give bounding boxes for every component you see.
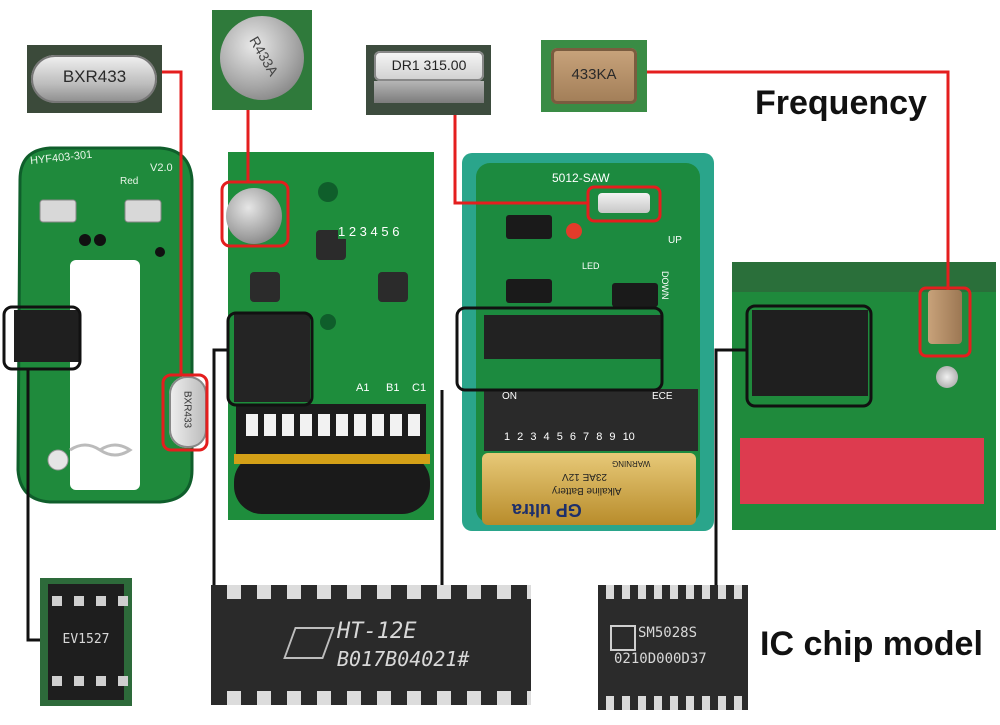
chip-closeup-ev1527: EV1527 bbox=[40, 578, 132, 706]
crystal-onboard-bxr433: BXR433 bbox=[169, 376, 207, 448]
label-on: ON bbox=[502, 391, 517, 402]
highlight-ev1527 bbox=[2, 305, 82, 371]
board-red-text: Red bbox=[120, 176, 139, 187]
crystal-closeup-433ka: 433KA bbox=[541, 40, 647, 112]
chip-label-ht12e-line2: B017B04021# bbox=[337, 647, 470, 671]
chip-label-ev1527: EV1527 bbox=[62, 632, 110, 647]
connector-dr1 bbox=[453, 115, 588, 205]
crystal-onboard-r433a bbox=[226, 188, 282, 244]
crystal-closeup-r433a: R433A bbox=[212, 10, 312, 110]
frequency-highlights bbox=[161, 70, 972, 452]
chip-sm5028s-onboard bbox=[752, 310, 868, 396]
ic-chip-model-heading: IC chip model bbox=[760, 625, 983, 663]
chip-label-sm5028s-line2: 0210D000D37 bbox=[614, 651, 707, 667]
chip-highlights bbox=[2, 304, 873, 642]
board-version-text: V2.0 bbox=[150, 162, 173, 174]
connector-sm5028s bbox=[714, 348, 747, 585]
chip-closeup-ht12e: HT-12E B017B04021# bbox=[211, 585, 531, 705]
sm-logo-icon bbox=[610, 625, 636, 651]
trimmer-screw bbox=[936, 366, 958, 388]
label-ece: ECE bbox=[652, 391, 673, 402]
highlight-bxr433 bbox=[161, 373, 209, 452]
pcb-board-ht12e-a-shape bbox=[234, 182, 430, 514]
chip-label-ht12e-line1: HT-12E bbox=[337, 619, 417, 644]
connector-ev1527 bbox=[26, 370, 40, 642]
crystal-label-dr1: DR1 315.00 bbox=[391, 57, 467, 73]
connector-bxr433 bbox=[162, 70, 183, 376]
dip-numbers-b3: 1 2 3 4 5 6 7 8 9 10 bbox=[504, 431, 635, 443]
led-red bbox=[566, 223, 582, 239]
chip-ht12e-onboard-a bbox=[234, 314, 310, 402]
battery: WARNING 23AE 12V Alkaline Battery GP ult… bbox=[482, 453, 696, 525]
button-down bbox=[612, 283, 658, 307]
button-3 bbox=[506, 279, 552, 303]
crystal-onboard-433ka bbox=[928, 290, 962, 344]
crystal-label-433ka: 433KA bbox=[571, 66, 617, 83]
crystal-closeup-dr1: DR1 315.00 bbox=[366, 45, 491, 115]
crystal-closeup-bxr433: BXR433 bbox=[27, 45, 162, 113]
pcb-board-ev1527-shape bbox=[16, 146, 194, 504]
label-b1: B1 bbox=[386, 382, 400, 394]
button-up bbox=[506, 215, 552, 239]
highlight-433ka bbox=[918, 286, 972, 358]
connector-433ka bbox=[647, 70, 950, 290]
chip-label-sm5028s-line1: SM5028S bbox=[638, 625, 698, 641]
highlight-sm5028s bbox=[745, 304, 873, 408]
pcb-board-ht12e-a: 1 2 3 4 5 6 A1 B1 C1 bbox=[226, 152, 434, 520]
pcb-board-ev1527: HYF403-301 V2.0 Red bbox=[10, 140, 205, 510]
label-up: UP bbox=[668, 235, 682, 246]
frequency-heading: Frequency bbox=[755, 84, 927, 122]
label-a1: A1 bbox=[356, 382, 370, 394]
connector-ht12e-a bbox=[212, 348, 228, 585]
highlight-ht12e-b bbox=[455, 306, 664, 392]
label-led: LED bbox=[582, 261, 600, 271]
dip-switch-block bbox=[484, 389, 698, 451]
pad-strip bbox=[740, 438, 984, 504]
crystal-label-bxr433: BXR433 bbox=[62, 67, 127, 86]
highlight-dr1 bbox=[586, 185, 662, 223]
board-model-5012: 5012-SAW bbox=[552, 171, 610, 185]
chip-ht12e-onboard-b bbox=[484, 315, 662, 359]
highlight-r433a bbox=[220, 180, 290, 248]
label-c1: C1 bbox=[412, 382, 427, 394]
crystal-onboard-dr1 bbox=[598, 193, 650, 213]
dip-numbers-text: 1 2 3 4 5 6 bbox=[338, 224, 400, 239]
highlight-ht12e-a bbox=[226, 311, 314, 407]
chip-ev1527-onboard bbox=[14, 310, 80, 362]
chip-closeup-sm5028s: SM5028S 0210D000D37 bbox=[598, 585, 748, 710]
